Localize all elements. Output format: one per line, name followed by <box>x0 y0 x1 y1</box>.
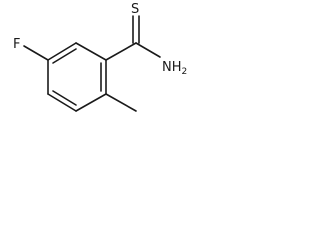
ring-to-thioamide-bond <box>105 42 137 61</box>
ring-to-methyl-bond <box>105 93 137 112</box>
sulfur-label: S <box>131 2 139 17</box>
structure-canvas: F S NH2 <box>0 0 204 134</box>
ring-bond-c5-c6 <box>75 93 107 112</box>
ring-bond-c2-c3 <box>47 42 77 61</box>
ring-inner-double-bond-1 <box>52 48 77 64</box>
amine-label: NH2 <box>162 60 187 77</box>
molecule-diagram: F S NH2 <box>13 2 187 112</box>
ring-bond-c4-c5 <box>47 93 77 112</box>
amine-nh-text: NH <box>162 60 182 75</box>
ring-inner-double-bond-2 <box>52 90 77 106</box>
ring-bond-c1-c2 <box>75 42 107 61</box>
fluorine-label: F <box>13 37 20 52</box>
c-n-bond <box>135 42 161 58</box>
c-f-bond <box>23 45 49 61</box>
amine-subscript-text: 2 <box>182 67 188 77</box>
